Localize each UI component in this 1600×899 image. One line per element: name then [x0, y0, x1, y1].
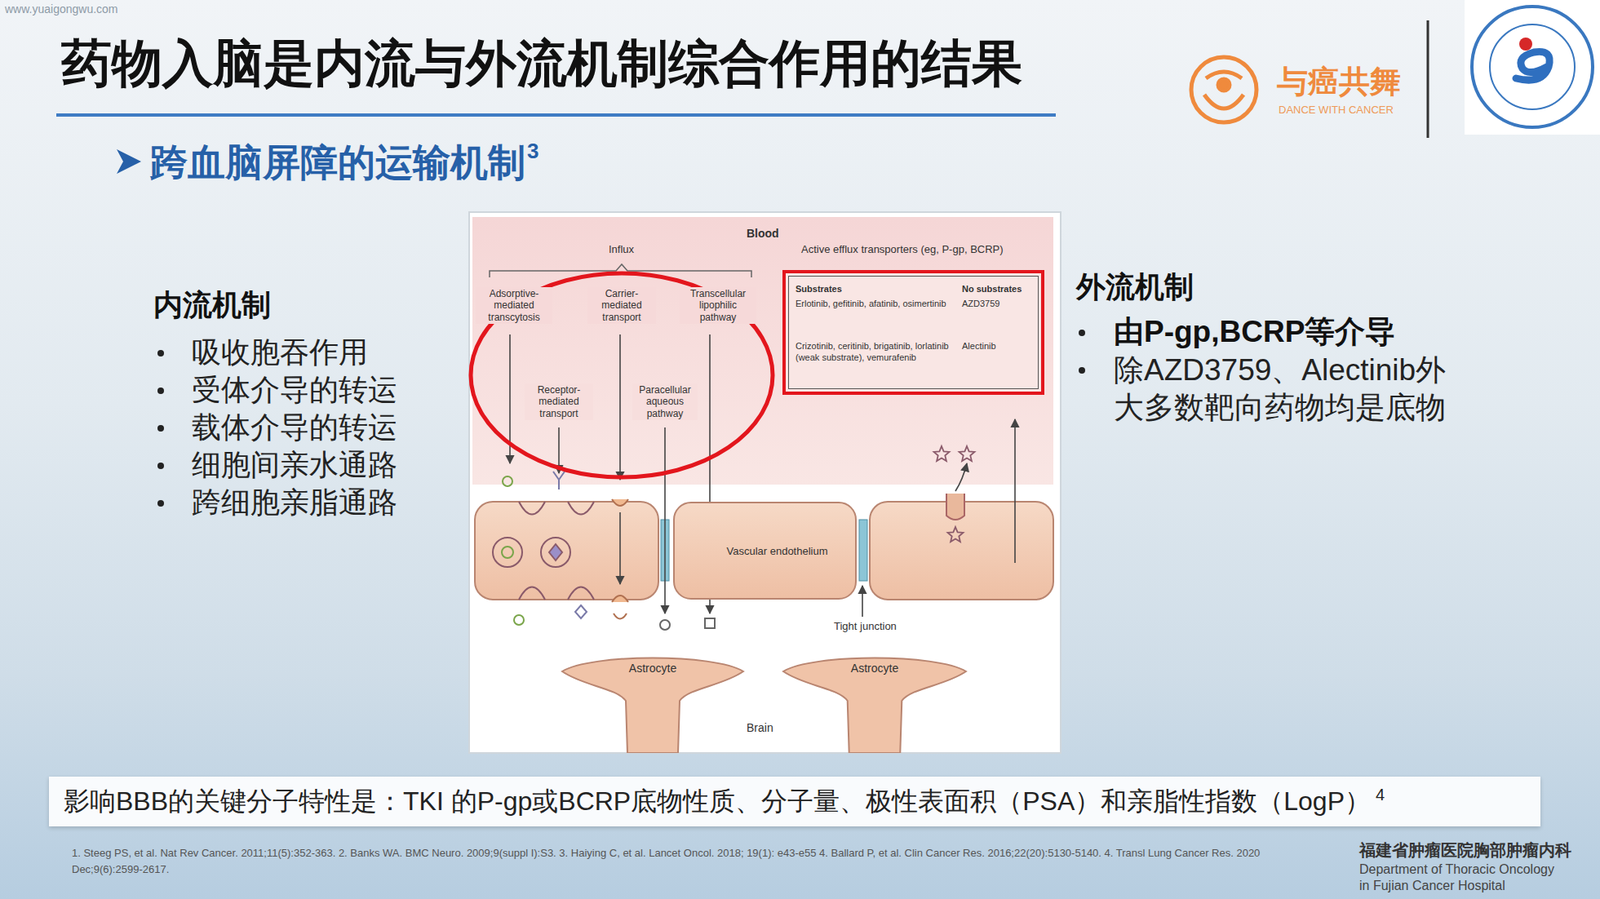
- bullet-text: 跨细胞亲脂通路: [191, 484, 398, 520]
- table-cell: Alectinib: [961, 340, 997, 352]
- table-cell: No substrates: [961, 283, 1022, 295]
- figure-panel: [469, 212, 1061, 754]
- logo-subtext: DANCE WITH CANCER: [1278, 103, 1394, 117]
- table-cell: Substrates: [795, 283, 843, 295]
- hospital-logo: [1464, 0, 1600, 135]
- reference-list: 1. Steeg PS, et al. Nat Rev Cancer. 2011…: [71, 845, 1333, 878]
- reference-number: 3: [527, 138, 539, 164]
- table-cell: Erlotinib, gefitinib, afatinib, osimerti…: [795, 297, 958, 310]
- star-molecule: [948, 527, 964, 542]
- summary-band: 影响BBB的关键分子特性是：TKI 的P-gp或BCRP底物性质、分子量、极性表…: [48, 776, 1541, 827]
- pathway-label: Paracellular aqueous pathway: [632, 383, 698, 421]
- region-label: Blood: [746, 226, 780, 241]
- band-line: 影响BBB的关键分子特性是：TKI 的P-gp或BCRP底物性质、分子量、极性表…: [63, 784, 1526, 820]
- watermark: www.yuaigongwu.com: [4, 2, 119, 17]
- astrocyte: Astrocyte: [558, 650, 747, 754]
- influx-bracket: [489, 264, 752, 278]
- blood-region: [472, 217, 1054, 485]
- title-rule: [56, 113, 1056, 117]
- bullet-text: 受体介导的转运: [191, 372, 398, 408]
- region-label: Brain: [746, 721, 774, 736]
- efflux-substrates: [934, 446, 976, 542]
- table-cell: AZD3759: [961, 297, 1000, 310]
- section-heading: 外流机制: [1076, 269, 1194, 305]
- subtitle: 跨血脑屏障的运输机制: [150, 140, 526, 186]
- node-text: Astrocyte: [780, 661, 970, 675]
- footer-text: 福建省肿瘤医院胸部肿瘤内科: [1359, 840, 1572, 860]
- pathway-label: Receptor-mediated transport: [524, 383, 594, 421]
- footer-text: Department of Thoracic Oncology: [1359, 861, 1555, 878]
- subtitle-arrow: [116, 149, 142, 174]
- pathway-label: Adsorptive-mediated transcytosis: [475, 287, 553, 324]
- astrocyte: Astrocyte: [780, 650, 970, 754]
- group-label: Influx: [608, 243, 634, 257]
- bullet-text: 除AZD3759、Alectinib外大多数靶向药物均是底物: [1113, 351, 1473, 427]
- summary-text: 影响BBB的关键分子特性是：TKI 的P-gp或BCRP底物性质、分子量、极性表…: [63, 786, 1371, 816]
- pathway-label: Transcellular lipophilic pathway: [679, 287, 757, 324]
- logo-text: 与癌共舞: [1276, 63, 1401, 102]
- influx-highlight: [470, 273, 773, 478]
- node-text: Astrocyte: [558, 661, 747, 675]
- endothelial-cells: [474, 501, 1054, 600]
- table-cell: Crizotinib, ceritinib, brigatinib, lorla…: [795, 340, 958, 364]
- star-molecule: [934, 446, 950, 461]
- node-text: Vascular endothelium: [726, 545, 828, 558]
- pathway-label: Carrier-mediated transport: [587, 287, 656, 324]
- bullet-text: 吸收胞吞作用: [191, 334, 368, 370]
- star-molecule: [959, 446, 976, 461]
- footer-text: in Fujian Cancer Hospital: [1359, 877, 1506, 894]
- transport-details: [492, 471, 965, 630]
- part-label: Tight junction: [833, 620, 897, 634]
- substrate-table: Substrates No substratesErlotinib, gefiti…: [782, 270, 1045, 395]
- bullet-text: 细胞间亲水通路: [191, 447, 398, 483]
- bullet-text: 载体介导的转运: [191, 409, 398, 445]
- divider: [1427, 20, 1430, 138]
- reference-number: 4: [1375, 785, 1385, 804]
- logo-icon: [1191, 57, 1257, 123]
- section-heading: 内流机制: [153, 287, 271, 323]
- slide-title: 药物入脑是内流与外流机制综合作用的结果: [61, 29, 1023, 98]
- group-label: Active efflux transporters (eg, P-gp, BC…: [801, 243, 1004, 257]
- endothelial-cell: Vascular endothelium: [673, 501, 857, 600]
- bullet-text: 由P-gp,BCRP等介导: [1113, 314, 1396, 351]
